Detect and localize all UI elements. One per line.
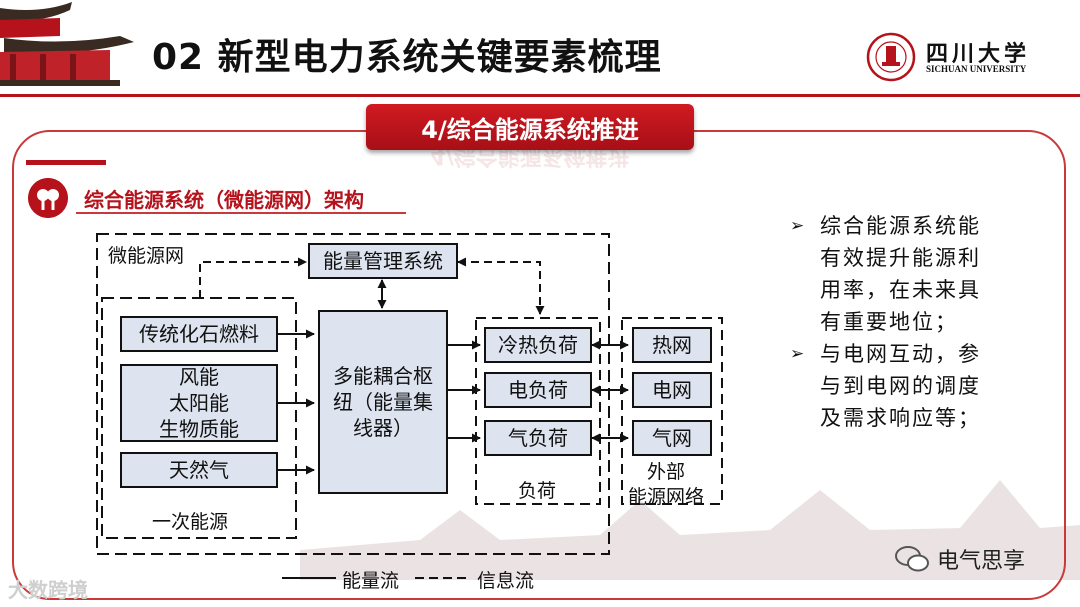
source-renewable-box: 风能 太阳能 生物质能 — [120, 364, 278, 442]
section-banner: 4/综合能源系统推进 — [366, 104, 694, 150]
section-accent-bar — [26, 160, 106, 165]
bullet-item: ➢ 综合能源系统能有效提升能源利用率，在未来具有重要地位； — [790, 210, 990, 338]
legend-info-label: 信息流 — [477, 570, 535, 592]
info-flow-ems-to-load — [457, 257, 545, 315]
gas-network-box: 气网 — [632, 420, 712, 456]
leaf-tree-icon — [28, 178, 68, 218]
load-group-label: 负荷 — [518, 480, 557, 502]
legend: 能量流 信息流 — [280, 566, 534, 593]
watermark-right: 电气思享 — [895, 543, 1025, 575]
university-name-cn: 四川大学 — [926, 41, 1031, 67]
watermark-right-label: 电气思享 — [937, 549, 1026, 574]
university-seal-icon — [866, 32, 916, 82]
load-boundary — [475, 317, 601, 505]
multi-energy-hub-box: 多能耦合枢纽（能量集线器） — [318, 310, 448, 494]
energy-management-box: 能量管理系统 — [308, 243, 458, 279]
external-network-label: 外部 能源网络 — [628, 461, 705, 508]
primary-energy-label: 一次能源 — [152, 511, 229, 533]
source-gas-box: 天然气 — [120, 452, 278, 488]
info-flow-to-ems — [199, 257, 307, 298]
arrow-bullet-icon: ➢ — [790, 216, 807, 236]
power-grid-box: 电网 — [632, 372, 712, 408]
university-name-en: SICHUAN UNIVERSITY — [926, 64, 1027, 74]
load-gas-box: 气负荷 — [484, 420, 592, 456]
external-network-boundary — [621, 317, 723, 505]
heat-network-box: 热网 — [632, 327, 712, 363]
bullet-list: ➢ 综合能源系统能有效提升能源利用率，在未来具有重要地位； ➢ 与电网互动，参与… — [790, 210, 990, 434]
watermark-left: 大数跨境 — [8, 578, 88, 602]
section-underline — [76, 212, 406, 214]
source-fossil-box: 传统化石燃料 — [120, 316, 278, 352]
page-title: 02 新型电力系统关键要素梳理 — [152, 37, 662, 78]
microgrid-label: 微能源网 — [108, 245, 185, 267]
header-rule — [0, 94, 1080, 97]
arrow-bullet-icon: ➢ — [790, 344, 807, 364]
load-electric-box: 电负荷 — [484, 372, 592, 408]
load-heat-cool-box: 冷热负荷 — [484, 327, 592, 363]
roof-decoration-icon — [0, 0, 140, 95]
legend-energy-label: 能量流 — [342, 570, 400, 592]
section-title: 综合能源系统（微能源网）架构 — [84, 188, 364, 212]
bullet-item: ➢ 与电网互动，参与到电网的调度及需求响应等； — [790, 338, 990, 434]
wechat-icon — [895, 546, 929, 572]
